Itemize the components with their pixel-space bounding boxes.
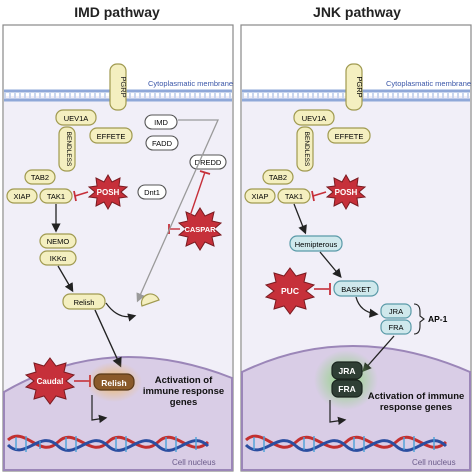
jnk-bendless [296, 126, 314, 172]
imd-ikka [39, 250, 77, 266]
imd-pgrp-label: PGRP [119, 76, 128, 97]
jnk-posh-star [325, 173, 367, 211]
jnk-activation-text: Activation of immune response genes [367, 392, 465, 413]
imd-imd [144, 114, 178, 130]
imd-dnt1 [137, 184, 167, 200]
jnk-basket-ap1-arrow [355, 296, 379, 318]
imd-activation-text: Activation of immune response genes [142, 376, 225, 408]
jnk-puc-star [264, 267, 316, 315]
jnk-jra [380, 303, 412, 319]
imd-nemo-label: NEMO [47, 237, 70, 246]
imd-ikk-relish-arrow [57, 265, 74, 293]
imd-bendless-label: BENDLESS [65, 132, 72, 167]
imd-relish-fragment [140, 293, 160, 307]
imd-effete-label: EFFETE [97, 132, 126, 141]
imd-effete [89, 127, 133, 144]
imd-activation-text-box: Activation of immune response genes [142, 376, 225, 408]
jnk-effete [327, 127, 371, 144]
imd-posh-star [87, 173, 129, 211]
imd-cleavage-arrow [136, 119, 220, 303]
imd-tak1-label: TAK1 [47, 192, 65, 201]
imd-dna-icon [6, 434, 210, 452]
imd-uev1a-label: UEV1A [64, 114, 89, 123]
jnk-tab2 [262, 169, 294, 185]
jnk-tab2-label: TAB2 [269, 173, 287, 182]
imd-gene-arrow [91, 395, 108, 424]
jnk-gene-arrow [329, 400, 347, 426]
imd-dnt1-label: Dnt1 [144, 188, 160, 197]
jnk-xiap [244, 188, 276, 204]
imd-caudal-label: Caudal [37, 377, 64, 386]
jnk-jra-label: JRA [389, 307, 403, 316]
imd-relish-nuclear [93, 373, 135, 391]
jnk-hep-basket-arrow [319, 251, 342, 278]
jnk-pgrp-label: PGRP [355, 76, 364, 97]
imd-pgrp-receptor [109, 63, 127, 111]
imd-tak1 [39, 188, 73, 204]
imd-imd-label: IMD [154, 118, 168, 127]
jnk-tak1-hep-arrow [293, 203, 307, 235]
jnk-dna-icon [244, 434, 448, 452]
imd-posh-label: POSH [97, 188, 120, 197]
jnk-pgrp-receptor [345, 63, 363, 111]
jnk-hemipterous-label: Hemipterous [295, 240, 338, 249]
jnk-effete-label: EFFETE [335, 132, 364, 141]
imd-caspar-label: CASPAR [184, 225, 216, 234]
imd-caudal-star [24, 357, 76, 405]
imd-nucleus-label: Cell nucleus [172, 458, 216, 467]
jnk-basket-label: BASKET [341, 285, 371, 294]
jnk-posh-inhibit-line [312, 191, 327, 197]
jnk-tak1-label: TAK1 [285, 192, 303, 201]
imd-tab2-label: TAB2 [31, 173, 49, 182]
imd-nemo [39, 233, 77, 249]
jnk-pathway-title: JNK pathway [313, 4, 401, 20]
jnk-ap1-bracket [413, 303, 425, 335]
imd-relish-translocation-arrow [94, 309, 122, 368]
imd-uev1a [55, 109, 97, 126]
imd-caspar-inhibit-line [187, 171, 206, 223]
jnk-jra-nuclear [331, 361, 363, 380]
jnk-bendless-label: BENDLESS [303, 132, 310, 167]
jnk-uev1a [293, 109, 335, 126]
jnk-panel: Cytoplasmatic membrane Cell nucleus PGRP… [240, 24, 472, 472]
imd-fadd-label: FADD [152, 139, 173, 148]
imd-tab2 [24, 169, 56, 185]
imd-posh-inhibit-bar [73, 190, 77, 202]
imd-membrane-label: Cytoplasmatic membrane [148, 79, 233, 88]
imd-ikka-label: IKKα [50, 254, 67, 263]
jnk-fra-nuclear-label: FRA [338, 384, 355, 394]
imd-relish-label: Relish [74, 298, 95, 307]
jnk-fra-nuclear [331, 379, 363, 398]
jnk-puc-label: PUC [281, 286, 299, 296]
jnk-tak1 [277, 188, 311, 204]
jnk-membrane-label: Cytoplasmatic membrane [386, 79, 471, 88]
imd-xiap [6, 188, 38, 204]
imd-xiap-label: XIAP [13, 192, 30, 201]
imd-bendless [58, 126, 76, 172]
jnk-fra-label: FRA [389, 323, 404, 332]
jnk-activation-text-box: Activation of immune response genes [367, 392, 465, 413]
imd-relish-nuclear-label: Relish [101, 378, 127, 388]
imd-relish-cytoplasm [62, 293, 106, 310]
imd-posh-inhibit-line [74, 191, 89, 197]
imd-pathway-title: IMD pathway [74, 4, 160, 20]
jnk-nucleus-label: Cell nucleus [412, 458, 456, 467]
jnk-hemipterous [289, 235, 343, 252]
imd-fadd [145, 135, 179, 151]
jnk-basket [333, 280, 379, 297]
imd-dredd-label: DREDD [195, 158, 222, 167]
imd-panel: Cytoplasmatic membrane Cell nucleus PGRP… [2, 24, 234, 472]
imd-dredd [189, 154, 227, 170]
jnk-posh-label: POSH [335, 188, 358, 197]
jnk-xiap-label: XIAP [251, 192, 268, 201]
jnk-uev1a-label: UEV1A [302, 114, 327, 123]
jnk-posh-inhibit-bar [311, 190, 315, 202]
jnk-ap1-label: AP-1 [428, 314, 448, 324]
jnk-jra-nuclear-label: JRA [338, 366, 355, 376]
imd-caspar-inhibit-bar [199, 170, 211, 175]
imd-fragment-arrow [105, 302, 137, 322]
jnk-fra [380, 319, 412, 335]
